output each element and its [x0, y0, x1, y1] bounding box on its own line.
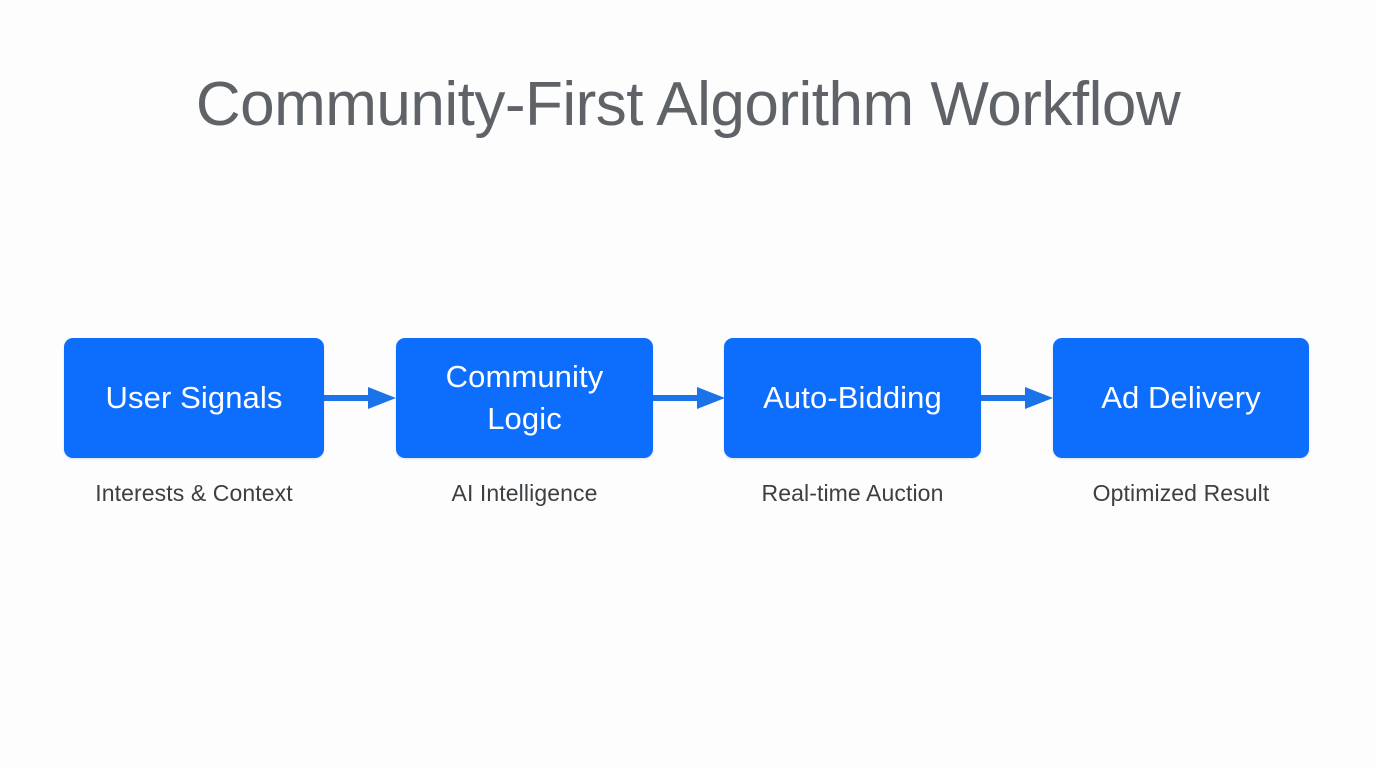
step-label: Auto-Bidding	[763, 380, 942, 416]
page-title: Community-First Algorithm Workflow	[195, 70, 1181, 139]
step-box[interactable]: Community Logic	[396, 338, 653, 458]
arrow-right-icon	[981, 386, 1053, 410]
workflow-step-user-signals[interactable]: User Signals Interests & Context	[64, 338, 324, 513]
arrow-right-icon	[653, 386, 725, 410]
step-caption: AI Intelligence	[451, 480, 598, 506]
step-caption: Interests & Context	[95, 480, 293, 506]
step-label: User Signals	[105, 380, 283, 416]
step-box[interactable]: Auto-Bidding	[724, 338, 981, 458]
step-caption: Real-time Auction	[761, 480, 944, 506]
arrow-right-icon	[324, 386, 396, 410]
step-label-line: Community	[445, 359, 604, 395]
workflow-diagram: User Signals Interests & Context Communi…	[64, 338, 1309, 513]
step-label-line: Logic	[487, 401, 562, 436]
step-label: Community Logic	[438, 356, 612, 440]
workflow-step-community-logic[interactable]: Community Logic AI Intelligence	[396, 338, 653, 513]
workflow-step-auto-bidding[interactable]: Auto-Bidding Real-time Auction	[724, 338, 981, 513]
step-label: Ad Delivery	[1101, 380, 1261, 416]
step-box[interactable]: User Signals	[64, 338, 324, 458]
workflow-step-ad-delivery[interactable]: Ad Delivery Optimized Result	[1053, 338, 1309, 513]
step-box[interactable]: Ad Delivery	[1053, 338, 1309, 458]
step-caption: Optimized Result	[1092, 480, 1270, 506]
